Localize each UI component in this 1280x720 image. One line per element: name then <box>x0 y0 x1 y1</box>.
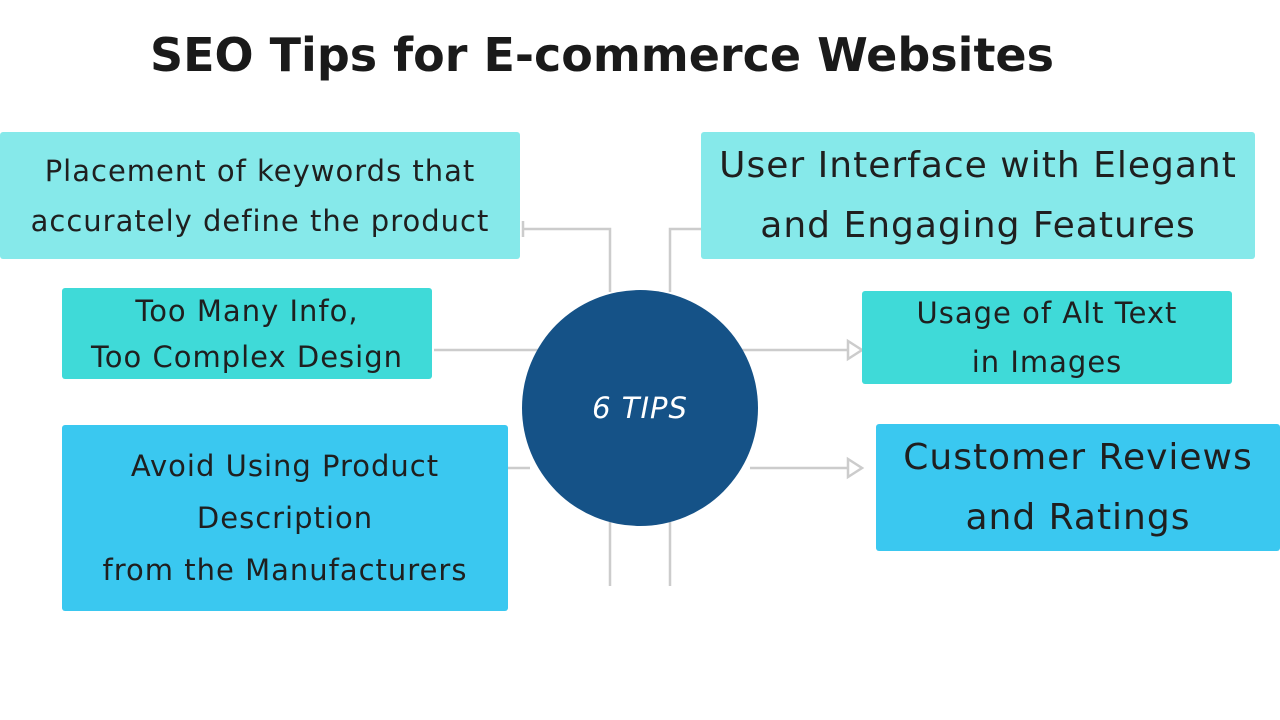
tip-box-reviews: Customer Reviews and Ratings <box>876 424 1280 551</box>
tip-text: Placement of keywords that accurately de… <box>30 153 490 238</box>
connector-tip-4 <box>668 227 701 292</box>
tip-box-alt-text: Usage of Alt Text in Images <box>862 291 1232 384</box>
tip-box-complex-design: Too Many Info, Too Complex Design <box>62 288 432 379</box>
tip-text: User Interface with Elegant and Engaging… <box>719 144 1237 246</box>
tip-text: Usage of Alt Text in Images <box>916 295 1178 379</box>
arrowhead-tip-5 <box>846 338 865 362</box>
page-title: SEO Tips for E-commerce Websites <box>150 28 1055 82</box>
tip-text: Too Many Info, Too Complex Design <box>90 293 404 374</box>
hub-circle: 6 TIPS <box>522 290 758 526</box>
tip-box-product-description: Avoid Using Product Description from the… <box>62 425 508 611</box>
tip-box-keywords: Placement of keywords that accurately de… <box>0 132 520 259</box>
arrowhead-tip-6 <box>846 456 865 480</box>
tip-text: Customer Reviews and Ratings <box>903 436 1253 538</box>
connector-tip-1 <box>523 227 612 292</box>
tip-text: Avoid Using Product Description from the… <box>102 449 468 587</box>
hub-label: 6 TIPS <box>592 391 688 425</box>
tip-box-user-interface: User Interface with Elegant and Engaging… <box>701 132 1255 259</box>
